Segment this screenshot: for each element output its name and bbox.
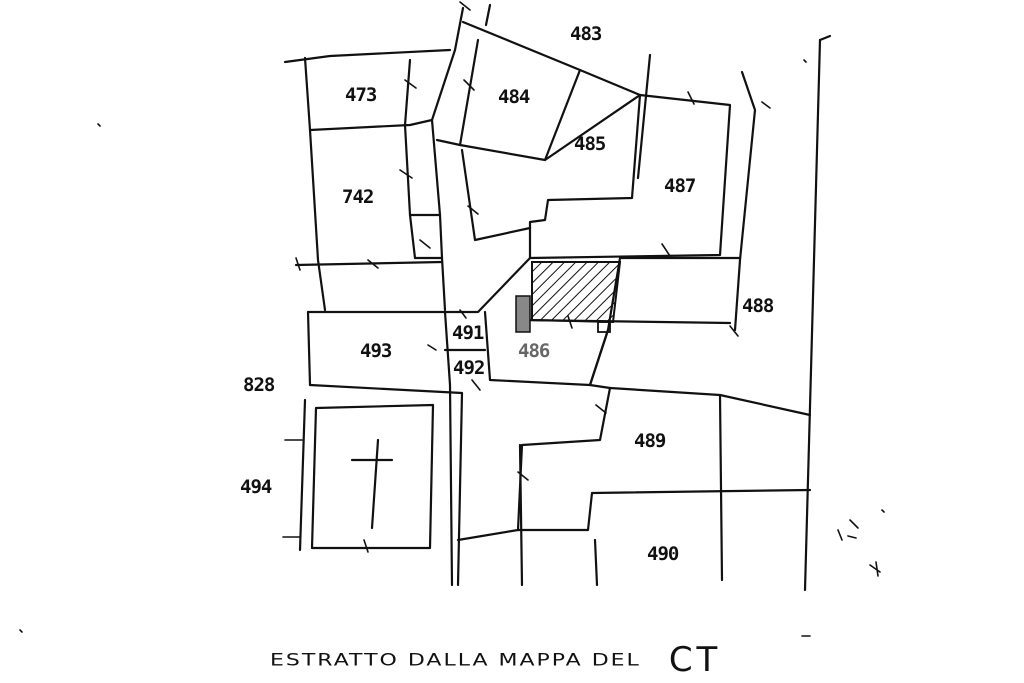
caption-ct: CT — [668, 640, 722, 680]
parcel-label-484: 484 — [498, 86, 530, 108]
small-square-mark — [597, 321, 611, 333]
parcel-label-490: 490 — [647, 543, 679, 565]
parcel-label-485: 485 — [574, 133, 606, 155]
parcel-label-492: 492 — [453, 357, 484, 379]
stray-marks — [19, 59, 885, 637]
parcel-label-493: 493 — [360, 340, 392, 362]
map-caption: ESTRATTO DALLA MAPPA DEL CT — [270, 640, 910, 680]
caption-text: ESTRATTO DALLA MAPPA DEL — [270, 650, 641, 670]
parcel-label-494: 494 — [240, 476, 272, 498]
parcel-label-486: 486 — [518, 340, 550, 362]
parcel-label-473: 473 — [345, 84, 377, 106]
parcel-label-488: 488 — [742, 295, 774, 317]
hatched-subject-area — [531, 261, 622, 324]
parcel-label-489: 489 — [634, 430, 666, 452]
parcel-label-487: 487 — [664, 175, 696, 197]
small-marked-lot — [515, 295, 531, 333]
parcel-label-742: 742 — [342, 186, 373, 208]
parcel-label-483-top: 483 — [570, 23, 602, 45]
boundary-markers — [295, 1, 771, 553]
parcel-boundaries — [282, 3, 832, 592]
parcel-label-828: 828 — [243, 374, 275, 396]
parcel-label-491: 491 — [452, 322, 484, 344]
